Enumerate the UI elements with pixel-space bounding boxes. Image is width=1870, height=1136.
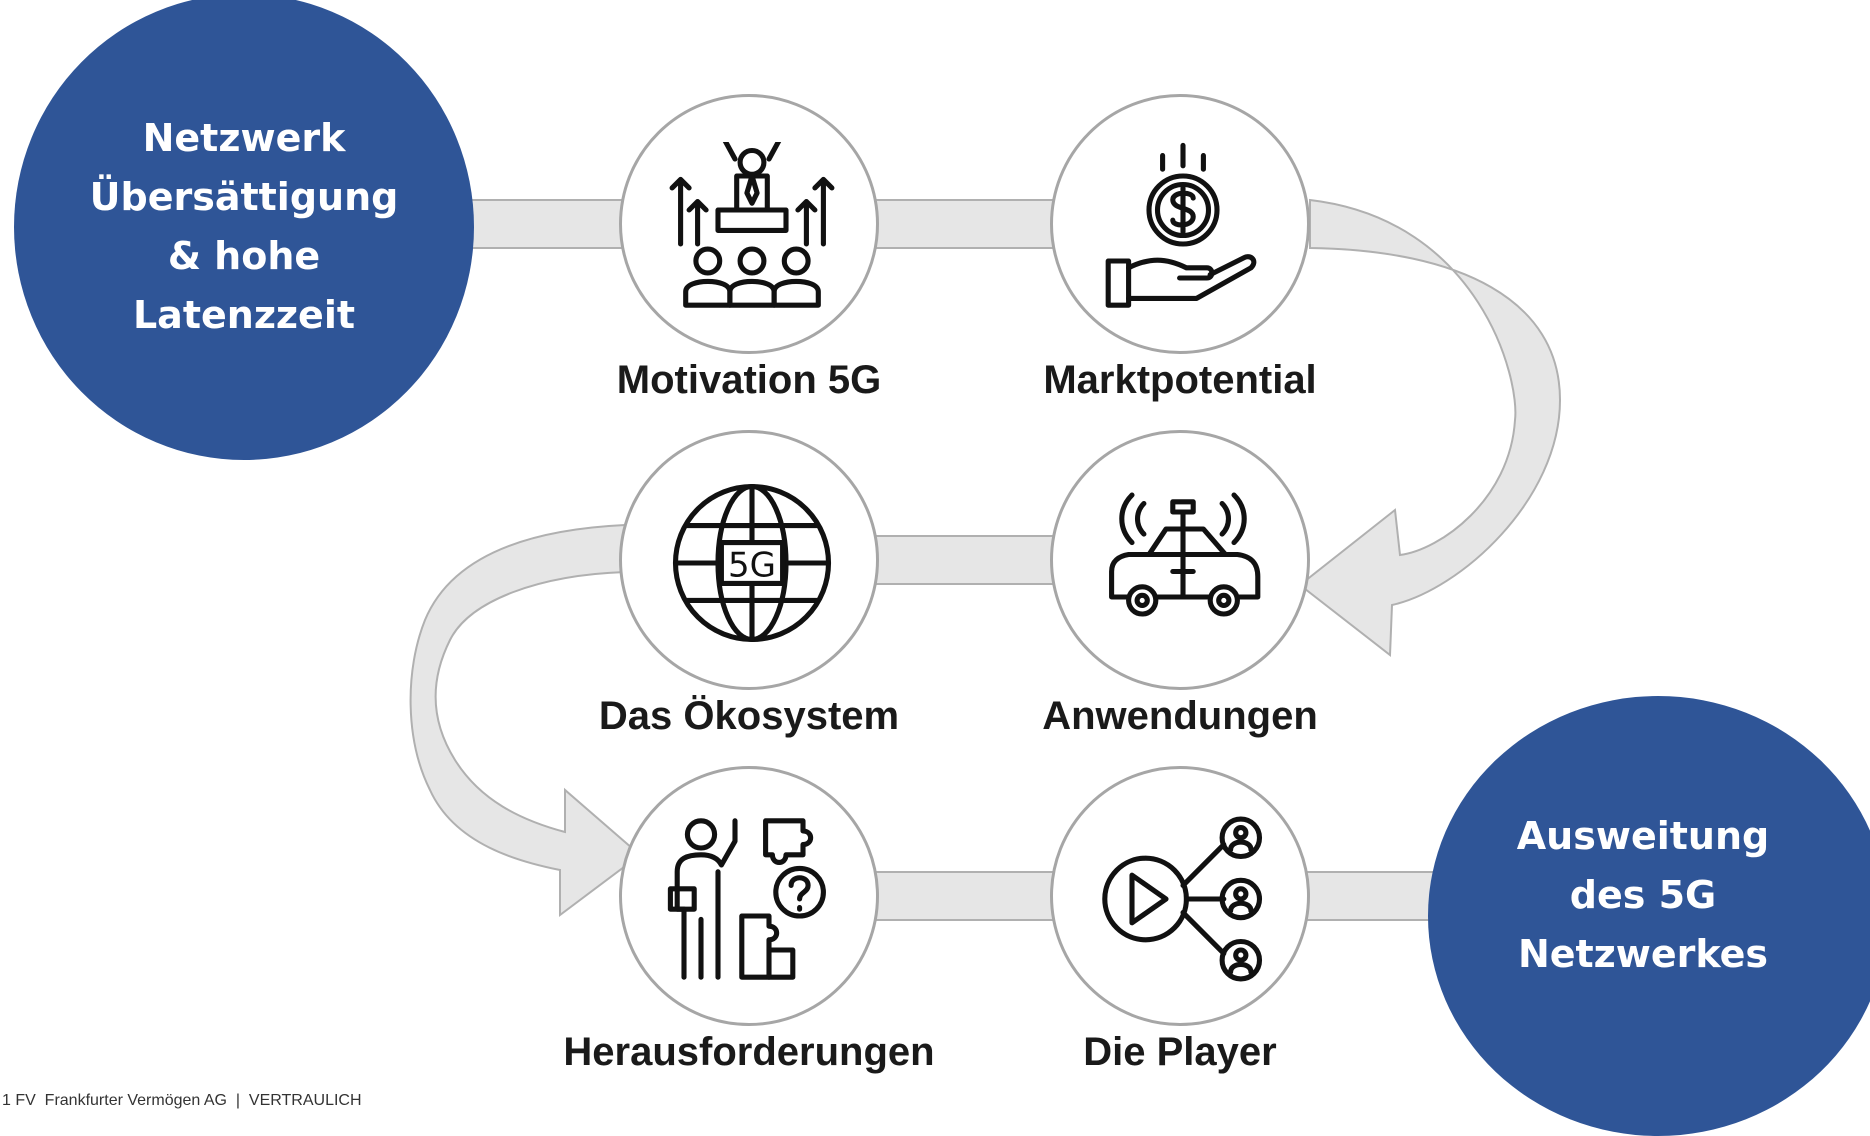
curve-arrow-left [409,523,642,917]
globe-badge: 5G [728,546,776,586]
start-text: Netzwerk Übersättigung & hohe Latenzzeit [89,116,399,337]
label-herausforderungen: Herausforderungen [563,1030,935,1074]
end-circle: Ausweitung des 5G Netzwerkes [1428,696,1870,1136]
node-oekosystem: 5G [619,430,879,690]
money-hand-icon [1105,142,1257,308]
label-oekosystem: Das Ökosystem [598,694,900,738]
node-player [1050,766,1310,1026]
connected-car-icon [1109,492,1261,617]
node-motivation [619,94,879,354]
node-marktpotential [1050,94,1310,354]
end-text: Ausweitung des 5G Netzwerkes [1516,813,1770,976]
label-marktpotential: Marktpotential [1043,358,1317,402]
start-circle: Netzwerk Übersättigung & hohe Latenzzeit [14,0,474,460]
label-player: Die Player [1083,1030,1277,1074]
puzzle-question-icon [667,818,826,980]
band-herausf-player [869,871,1071,921]
globe-5g-icon: 5G [672,483,832,643]
play-network-icon [1102,816,1263,982]
band-oeko-anwendungen [869,535,1071,585]
leader-audience-icon [669,142,835,308]
node-herausforderungen [619,766,879,1026]
label-anwendungen: Anwendungen [1042,694,1318,738]
label-motivation: Motivation 5G [616,358,882,402]
footer-text: 1 FV Frankfurter Vermögen AG | VERTRAULI… [2,1092,362,1109]
curve-arrow-right [1298,198,1562,657]
band-motivation-markt [869,199,1071,249]
node-anwendungen [1050,430,1310,690]
